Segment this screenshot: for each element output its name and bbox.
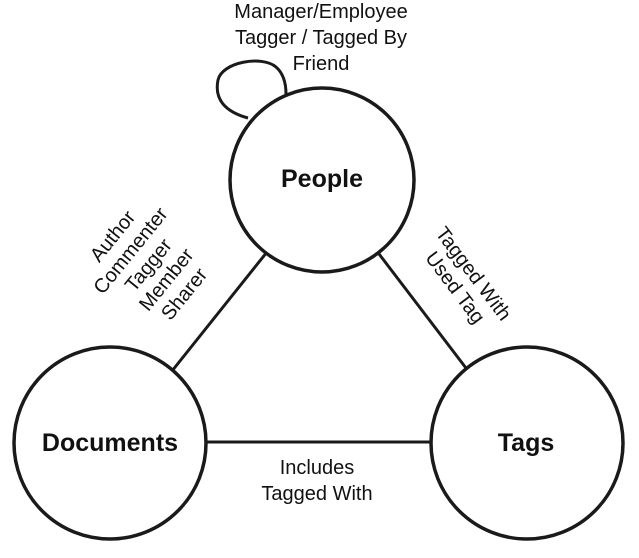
node-label-tags: Tags [498, 429, 555, 457]
node-tags [429, 345, 625, 541]
node-label-documents: Documents [42, 429, 178, 457]
edge-label-line: Manager/Employee [234, 1, 407, 23]
edge-label-line: Tagger / Tagged By [235, 27, 407, 49]
edge-people-tags [374, 249, 471, 373]
node-label-people: People [281, 165, 363, 193]
edge-label-people-tags: Tagged With Used Tag [421, 223, 516, 328]
edge-people-self-loop [215, 59, 288, 120]
edge-label-line: Tagged With [261, 483, 372, 505]
node-documents [12, 345, 208, 541]
edge-label-line: Friend [293, 53, 350, 75]
edge-label-line: Includes [280, 457, 355, 479]
edge-label-people-documents: Author Commenter Tagger Member Sharer [86, 203, 212, 324]
node-people [228, 86, 416, 274]
edge-label-documents-tags: Includes Tagged With [261, 457, 372, 505]
edge-people-documents [166, 251, 269, 377]
edge-label-people-self: Manager/Employee Tagger / Tagged By Frie… [234, 1, 407, 75]
